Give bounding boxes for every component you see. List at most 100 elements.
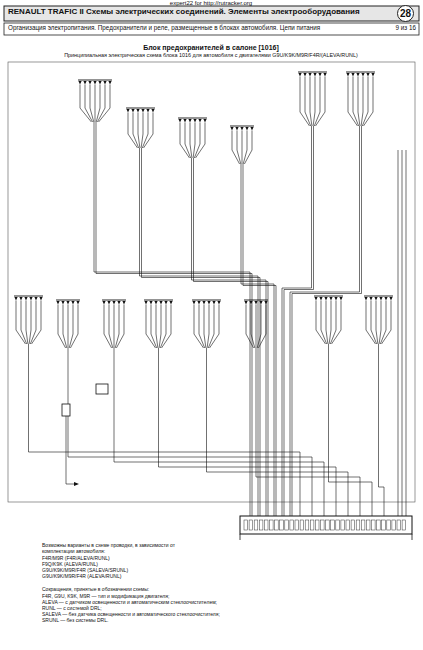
resistor-symbol [62,404,70,416]
pin-arrow [98,81,101,85]
wire [346,72,375,73]
fuse-symbol [275,520,279,530]
fuse-symbol [321,520,325,530]
wire [32,301,42,345]
note-line: F9Q/K9K (ALEVA/RUNL) [42,562,98,568]
wire [330,301,336,345]
wire [207,305,209,349]
fuse-symbol [259,520,263,530]
abbrev-line: SALEVA — без датчика освещенности и авто… [42,612,220,618]
wire [402,150,403,516]
pin-arrow [71,301,74,305]
wire [190,123,192,159]
pin-arrow [240,127,243,131]
abbrev-line: F4R, G9U, K9K, M9R — тип и модификация д… [42,594,169,600]
abbrev-line: ALEVA — с датчиком освещенности и автома… [42,600,217,606]
wire [240,534,412,540]
subtitle: Организация электропитания. Предохраните… [8,25,320,32]
pin-arrow [136,109,139,113]
pin-arrow [197,301,200,305]
fuse-symbol [366,520,370,530]
pin-arrow [202,301,205,305]
wire [282,126,312,516]
pin-arrow [117,301,120,305]
fuse-symbol [300,520,304,530]
wire [115,305,119,349]
pin-arrow [19,297,22,301]
wire [376,301,378,345]
pin-arrow [146,109,149,113]
wire [364,77,374,127]
fuse-symbol [290,520,294,530]
wire [406,150,407,516]
fuse-symbol [356,520,360,530]
wire [141,113,143,149]
pin-arrow [183,119,186,123]
abbrev-line: SRUNL — без системы DRL. [42,618,108,624]
pin-arrow [235,127,238,131]
pin-arrow [371,73,374,77]
pin-arrow [144,301,147,305]
pin-arrow [389,297,392,301]
pin-arrow [230,127,233,131]
pin-arrow [264,301,267,305]
pin-arrow [318,73,321,77]
wire [361,77,363,127]
pin-arrow [108,81,111,85]
wire [159,305,161,349]
wire [114,305,115,349]
wire [284,126,314,516]
pin-arrow [324,297,327,301]
pin-arrow [14,297,17,301]
wire [314,296,343,297]
fuse-symbol [392,520,396,530]
pin-arrow [74,482,79,486]
pin-arrow [308,73,311,77]
wire [160,305,166,349]
wire [116,305,124,349]
page-number-circle: 28 [397,5,414,22]
block-heading: Блок предохранителей в салоне [1016] [143,44,279,52]
note-line: Возможны варианты в схеме проводки, в за… [42,543,175,549]
pin-arrow [149,301,152,305]
wire [68,348,312,516]
pin-arrow [319,297,322,301]
pin-arrow [66,301,69,305]
wire [329,344,373,516]
wire [242,131,243,165]
pin-arrow [102,301,105,305]
wire [159,348,337,516]
pin-arrow [34,297,37,301]
pin-arrow [203,119,206,123]
header-band [4,6,419,21]
pin-arrow [346,73,349,77]
wire [241,164,274,516]
wire [379,344,385,516]
pin-arrow [374,297,377,301]
wire [90,85,94,123]
wire [358,77,360,127]
wire [30,301,36,345]
wire [364,296,393,297]
wire [68,305,69,349]
pin-arrow [151,109,154,113]
pin-arrow [351,73,354,77]
pin-arrow [76,301,79,305]
pin-arrow [29,297,32,301]
fuse-symbol [402,520,406,530]
schematic-caption: Принципиальная электрическая схема блока… [64,53,358,59]
fuse-symbol [264,520,268,530]
relay-symbol [96,384,108,394]
wire [144,300,173,301]
pin-arrow [159,301,162,305]
wire [292,126,362,516]
pin-arrow [154,301,157,305]
fuse-symbol [305,520,309,530]
pin-arrow [131,109,134,113]
pin-arrow [245,127,248,131]
wire [332,301,342,345]
wire [192,300,221,301]
wire [99,85,110,123]
pin-arrow [364,297,367,301]
